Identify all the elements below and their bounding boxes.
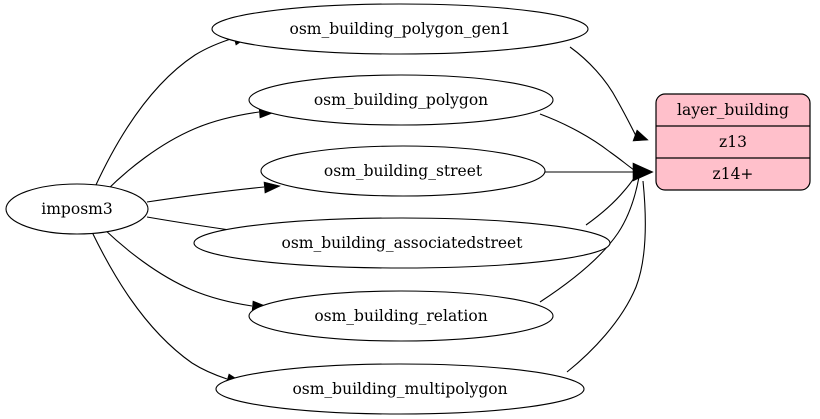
record-row-label-z13: z13 bbox=[719, 133, 747, 151]
record-box-layer_building[interactable] bbox=[655, 93, 811, 191]
edge-osm_building_associatedstreet-to-layer_building_z14plus bbox=[585, 173, 638, 226]
node-imposm3[interactable]: imposm3 bbox=[5, 183, 149, 235]
node-osm_building_relation[interactable]: osm_building_relation bbox=[248, 290, 554, 342]
arrow-head-layer_building-z14plus bbox=[632, 162, 654, 182]
edge-osm_building_multipolygon-to-layer_building_z14plus bbox=[566, 180, 646, 373]
node-layer_building[interactable]: layer_building z13 z14+ bbox=[655, 93, 811, 191]
arrow-head-osm_building_street bbox=[263, 181, 281, 194]
edge-imposm3-to-osm_building_relation bbox=[103, 228, 253, 307]
node-osm_building_street[interactable]: osm_building_street bbox=[260, 145, 546, 197]
node-osm_building_polygon[interactable]: osm_building_polygon bbox=[248, 74, 554, 126]
node-label-osm_building_polygon_gen1: osm_building_polygon_gen1 bbox=[290, 20, 511, 38]
node-osm_building_polygon_gen1[interactable]: osm_building_polygon_gen1 bbox=[211, 3, 589, 55]
node-label-imposm3: imposm3 bbox=[41, 200, 112, 218]
node-ellipse-imposm3[interactable] bbox=[5, 183, 149, 235]
node-ellipse-osm_building_street[interactable] bbox=[260, 145, 546, 197]
node-label-osm_building_street: osm_building_street bbox=[324, 162, 483, 180]
node-label-osm_building_polygon: osm_building_polygon bbox=[314, 91, 488, 109]
node-ellipse-osm_building_polygon_gen1[interactable] bbox=[211, 3, 589, 55]
node-label-osm_building_relation: osm_building_relation bbox=[314, 307, 487, 325]
node-ellipse-osm_building_associatedstreet[interactable] bbox=[193, 217, 611, 269]
edge-imposm3-to-osm_building_street bbox=[146, 186, 265, 203]
node-osm_building_multipolygon[interactable]: osm_building_multipolygon bbox=[215, 363, 585, 415]
edge-imposm3-to-osm_building_multipolygon bbox=[91, 231, 228, 380]
node-osm_building_associatedstreet[interactable]: osm_building_associatedstreet bbox=[193, 217, 611, 269]
edge-imposm3-to-osm_building_polygon_gen1 bbox=[94, 37, 235, 188]
node-label-osm_building_multipolygon: osm_building_multipolygon bbox=[292, 380, 507, 398]
node-label-osm_building_associatedstreet: osm_building_associatedstreet bbox=[282, 234, 524, 252]
record-row-label-z14plus: z14+ bbox=[713, 165, 754, 183]
edge-osm_building_polygon-to-layer_building_z14plus bbox=[539, 113, 635, 171]
node-ellipse-osm_building_polygon[interactable] bbox=[248, 74, 554, 126]
node-group: imposm3 osm_building_polygon_gen1 osm_bu… bbox=[5, 3, 811, 415]
record-row-label-layer_building: layer_building bbox=[677, 101, 789, 119]
node-ellipse-osm_building_multipolygon[interactable] bbox=[215, 363, 585, 415]
edge-osm_building_relation-to-layer_building_z14plus bbox=[539, 176, 640, 303]
arrow-head-layer_building-z13 bbox=[632, 129, 649, 142]
node-ellipse-osm_building_relation[interactable] bbox=[248, 290, 554, 342]
edge-osm_building_polygon_gen1-to-layer_building_z13 bbox=[569, 46, 637, 137]
edge-imposm3-to-osm_building_polygon bbox=[105, 111, 260, 192]
